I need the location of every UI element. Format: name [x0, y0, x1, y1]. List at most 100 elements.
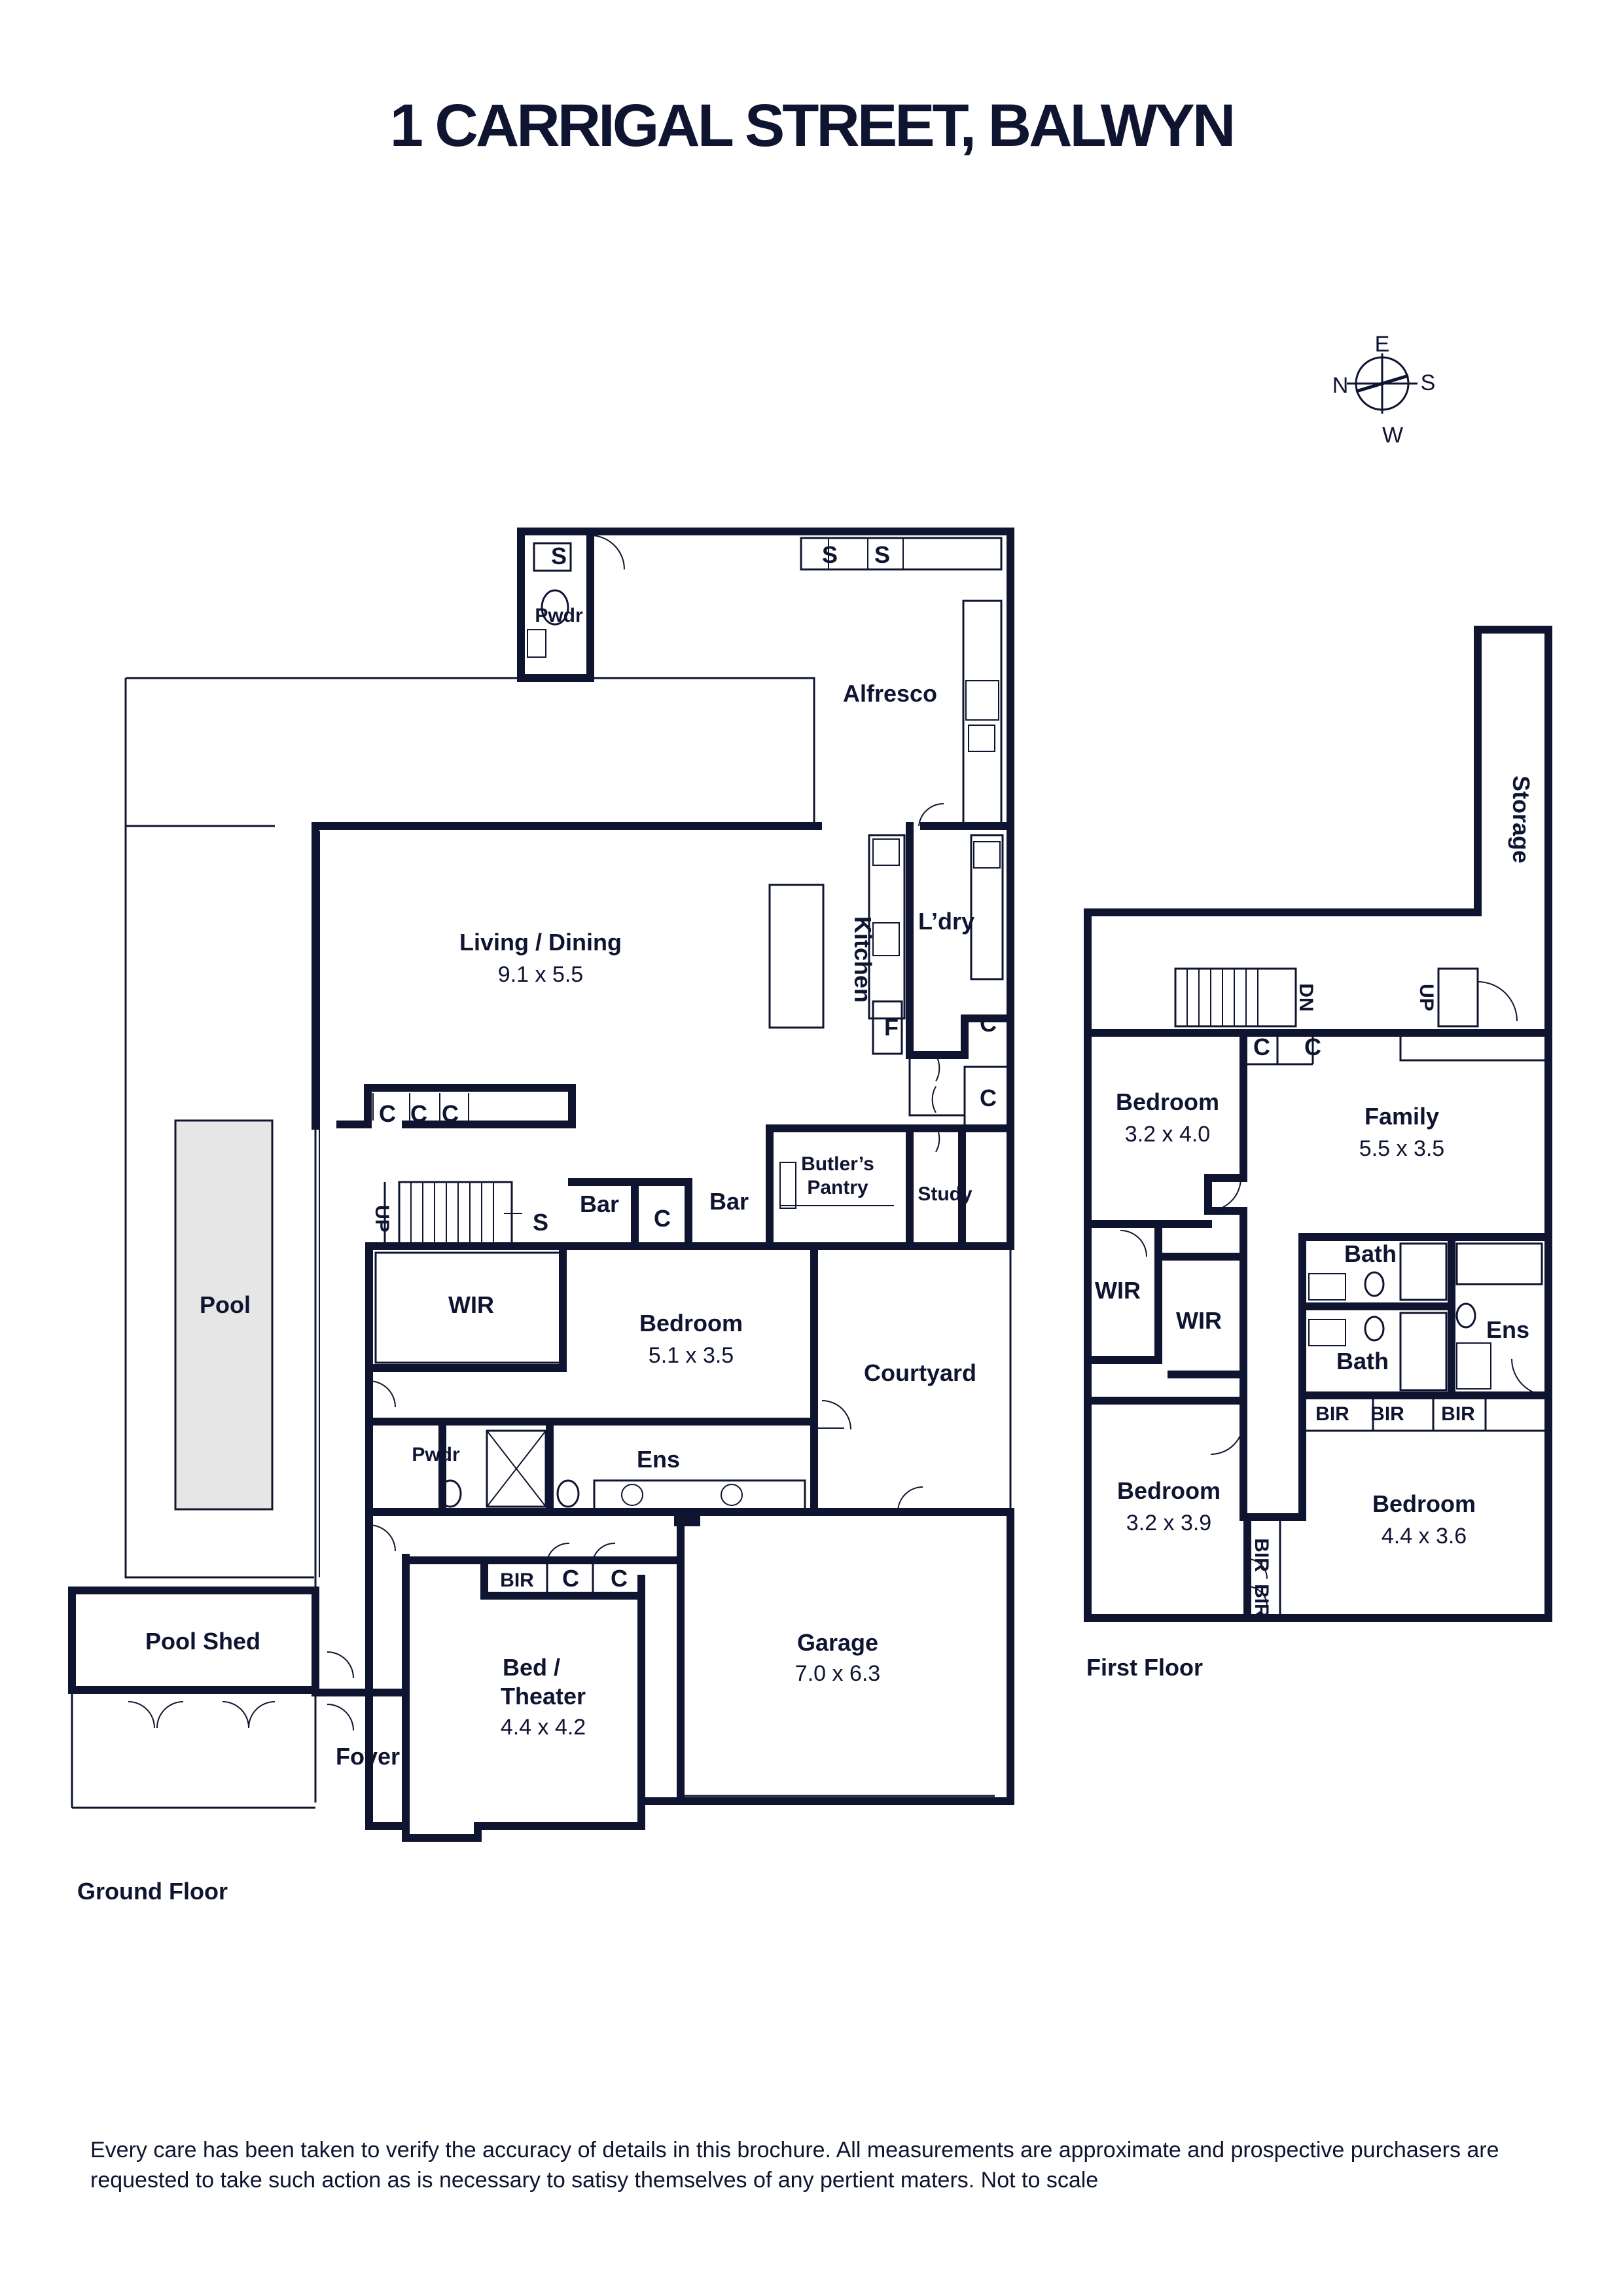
compass: E N S W [1332, 332, 1436, 448]
room-label-foyer: Foyer [336, 1743, 400, 1770]
room-dim-bedroom: 3.2 x 3.9 [1126, 1511, 1211, 1535]
sink-icon [872, 838, 900, 866]
room-label-garage: Garage [797, 1629, 878, 1656]
room-label-bed-theater: Bed / [503, 1654, 560, 1681]
bedroom-three-wall [1240, 1391, 1552, 1521]
room-label-pwdr: Pwdr [412, 1444, 460, 1465]
room-dim-garage: 7.0 x 6.3 [795, 1661, 880, 1686]
room-label-up: UP [371, 1205, 393, 1232]
alfresco-canopy-line [126, 677, 815, 825]
room-label-pwdr: Pwdr [535, 605, 583, 626]
room-label-kitchen: Kitchen [849, 916, 876, 1003]
room-label-wir: WIR [448, 1291, 494, 1318]
compass-north: N [1332, 373, 1349, 398]
storage-wall [1474, 626, 1552, 1037]
room-label-c: C [410, 1100, 427, 1127]
pool-deck-outline [124, 678, 314, 1579]
toilet-icon [1364, 1271, 1385, 1297]
compass-south: S [1421, 370, 1436, 395]
room-label-c: C [654, 1205, 671, 1232]
room-label-butlers-pantry: Butler’s [801, 1153, 874, 1175]
room-label-pool: Pool [200, 1291, 251, 1318]
bed-theater-bir-wall [480, 1556, 645, 1600]
ensuite-shower [486, 1429, 547, 1508]
room-label-up: UP [1416, 984, 1437, 1011]
room-label-butlers-pantry: Pantry [807, 1177, 868, 1198]
room-label-bir: BIR [1251, 1538, 1272, 1572]
room-label-bedroom: Bedroom [1372, 1490, 1476, 1517]
room-label-s: S [874, 541, 890, 568]
room-label-ens: Ens [1486, 1316, 1529, 1343]
pool-water [174, 1119, 274, 1511]
stair-up [1437, 967, 1479, 1028]
laundry-bench [970, 834, 1004, 980]
laundry-south-wall [906, 1014, 1014, 1059]
room-label-c: C [1304, 1033, 1321, 1060]
bar-cupboard-wall [631, 1178, 692, 1250]
room-label-c: C [980, 1085, 997, 1111]
compass-east: E [1375, 332, 1390, 357]
bedroom-one-east-wall [1204, 1029, 1247, 1405]
room-label-c: C [980, 1010, 997, 1037]
west-wall-lower [365, 1242, 410, 1830]
room-label-living-dining: Living / Dining [459, 929, 622, 956]
first-floor-plan: Storage DN UP C C Bedroom 3.2 x 4.0 Fami… [1084, 626, 1552, 1681]
room-label-laundry: L’dry [918, 908, 974, 935]
toilet-icon [541, 589, 569, 626]
room-label-bed-theater: Theater [501, 1683, 586, 1710]
room-label-wir: WIR [1176, 1307, 1222, 1334]
room-label-bath: Bath [1336, 1348, 1389, 1374]
toilet-icon [556, 1479, 580, 1508]
room-label-storage: Storage [1508, 776, 1535, 863]
toilet-icon [438, 1479, 462, 1508]
stair [398, 1181, 513, 1246]
kitchen-bench [868, 834, 906, 1020]
bed-theater-south-wall [474, 1575, 645, 1830]
pool-shed [68, 1587, 319, 1694]
room-label-wir: WIR [1095, 1277, 1141, 1304]
shower-icon [1399, 1312, 1448, 1391]
disclaimer: Every care has been taken to verify the … [90, 2138, 1499, 2193]
room-label-courtyard: Courtyard [864, 1359, 976, 1386]
room-dim-bed-theater: 4.4 x 4.2 [501, 1715, 586, 1740]
room-dim-bedroom: 3.2 x 4.0 [1125, 1122, 1210, 1147]
alfresco-bbq-bench [962, 600, 1003, 827]
butlers-pantry-wall [766, 1124, 914, 1250]
first-floor-label: First Floor [1086, 1654, 1203, 1681]
room-label-bir: BIR [500, 1570, 534, 1591]
compass-west: W [1382, 423, 1403, 448]
bbq-cooktop-icon [965, 680, 999, 721]
compass-needle [1355, 374, 1409, 393]
door-swing [590, 535, 625, 570]
room-label-study: Study [918, 1183, 972, 1205]
room-label-fridge: F [884, 1014, 899, 1041]
room-label-family: Family [1364, 1103, 1439, 1130]
room-label-c: C [611, 1565, 628, 1592]
alfresco-wall [517, 528, 1014, 830]
room-label-bar: Bar [709, 1188, 749, 1215]
ground-floor-plan: Alfresco S Pwdr S S Living / Dining 9.1 … [68, 528, 1014, 1905]
room-label-s: S [533, 1209, 548, 1236]
room-dim-bedroom: 4.4 x 3.6 [1382, 1524, 1467, 1549]
family-bench [1399, 1031, 1550, 1062]
room-label-alfresco: Alfresco [843, 680, 937, 707]
room-label-s: S [551, 543, 567, 569]
garage-south-wall [637, 1508, 1014, 1805]
room-dim-living-dining: 9.1 x 5.5 [498, 962, 583, 987]
toilet-icon [1455, 1302, 1476, 1329]
room-label-bir: BIR [1370, 1403, 1404, 1425]
page-title: 1 CARRIGAL STREET, BALWYN [389, 92, 1236, 159]
alfresco-storage-bench [800, 537, 1003, 571]
room-label-c: C [1253, 1033, 1270, 1060]
bed-theater-window-wall [402, 1822, 482, 1842]
east-wall-upper [920, 822, 1014, 1250]
room-label-c: C [379, 1100, 396, 1127]
ensuite-vanity [593, 1479, 806, 1511]
stair-down [1174, 967, 1297, 1028]
room-label-bir: BIR [1441, 1403, 1475, 1425]
room-label-bedroom: Bedroom [639, 1310, 743, 1336]
kitchen-island [768, 884, 825, 1029]
room-label-pool-shed: Pool Shed [145, 1628, 260, 1655]
shower-icon [1455, 1242, 1543, 1285]
